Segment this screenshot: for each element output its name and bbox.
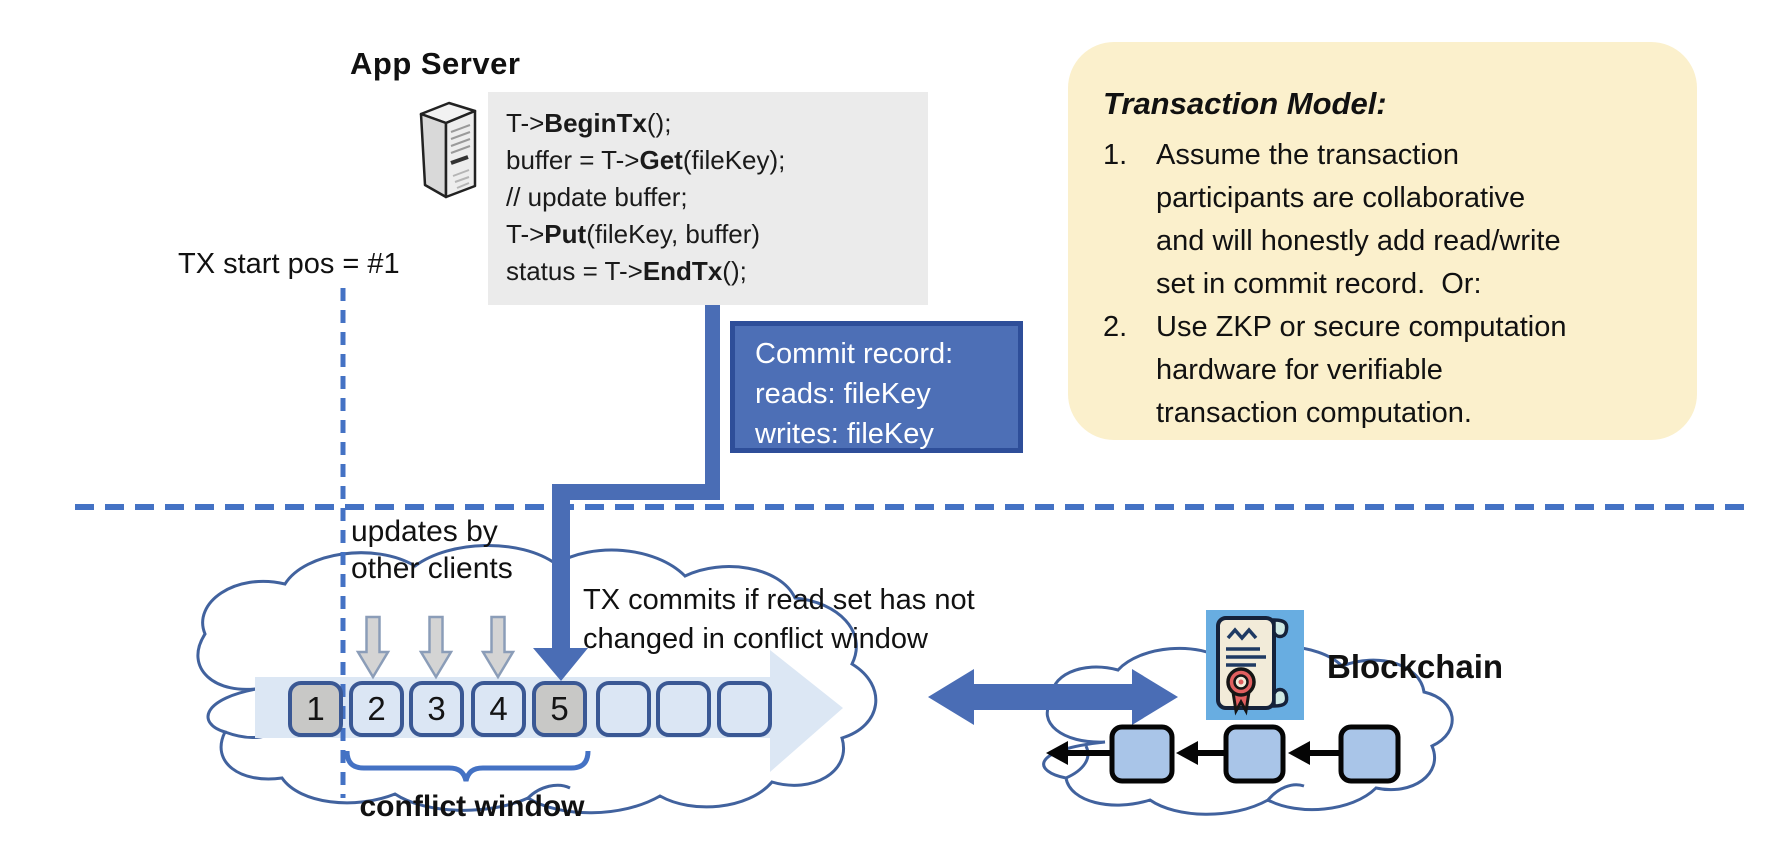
code-line: buffer = T->Get(fileKey); xyxy=(506,145,786,175)
ledger-slot: 4 xyxy=(471,681,526,737)
blockchain-block xyxy=(1223,724,1286,784)
block-link-arrowhead xyxy=(1288,741,1310,765)
update-arrow xyxy=(480,615,516,680)
conflict-window-label: conflict window xyxy=(359,790,585,823)
blockchain-label: Blockchain xyxy=(1327,648,1504,685)
ledger-slot: 2 xyxy=(349,681,404,737)
block-link-arrowhead xyxy=(1176,741,1198,765)
block-link-arrowhead xyxy=(1046,741,1068,765)
code-line: T->Put(fileKey, buffer) xyxy=(506,219,761,249)
cloud-curl xyxy=(1065,745,1090,780)
ledger-slot xyxy=(596,681,651,737)
sync-double-arrow xyxy=(928,669,1178,725)
tx-commit-note: TX commits if read set has not changed i… xyxy=(583,584,975,655)
code-line: // update buffer; xyxy=(506,182,688,212)
server-icon xyxy=(413,98,483,203)
cloud-curl xyxy=(526,783,571,800)
tx-start-pos-label: TX start pos = #1 xyxy=(178,248,400,280)
ledger-slot: 1 xyxy=(288,681,343,737)
app-server-label: App Server xyxy=(350,46,521,81)
blockchain-block xyxy=(1109,724,1175,784)
transaction-model-title: Transaction Model: xyxy=(1103,86,1387,121)
list-number: 2. xyxy=(1103,311,1128,343)
ledger-slot xyxy=(717,681,772,737)
ledger-slot: 3 xyxy=(409,681,464,737)
code-line: status = T->EndTx(); xyxy=(506,256,747,286)
update-arrow xyxy=(355,615,391,680)
commit-record-line: writes: fileKey xyxy=(755,418,934,450)
update-arrow xyxy=(418,615,454,680)
commit-record-line: Commit record: xyxy=(755,338,954,370)
commit-connector-arrow xyxy=(533,304,720,681)
updates-by-other-clients-label: updates by other clients xyxy=(351,515,513,585)
code-line: T->BeginTx(); xyxy=(506,108,672,138)
list-item-text: Use ZKP or secure computation hardware f… xyxy=(1156,311,1567,429)
certificate-seal-icon xyxy=(1206,610,1304,720)
transaction-model-item: 2. Use ZKP or secure computation hardwar… xyxy=(1103,306,1669,435)
transaction-model-item: 1. Assume the transaction participants a… xyxy=(1103,134,1669,306)
ledger-slot xyxy=(656,681,711,737)
commit-record-line: reads: fileKey xyxy=(755,378,931,410)
conflict-window-brace xyxy=(344,750,591,782)
list-number: 1. xyxy=(1103,139,1128,171)
ledger-slot: 5 xyxy=(532,681,587,737)
commit-record-box: Commit record: reads: fileKey writes: fi… xyxy=(730,321,1023,453)
transaction-model-note: Transaction Model: 1. Assume the transac… xyxy=(1068,42,1697,440)
list-item-text: Assume the transaction participants are … xyxy=(1156,139,1561,300)
cloud-curl xyxy=(1266,783,1305,801)
transaction-code-block: T->BeginTx(); buffer = T->Get(fileKey); … xyxy=(488,92,928,305)
blockchain-block xyxy=(1338,724,1401,784)
